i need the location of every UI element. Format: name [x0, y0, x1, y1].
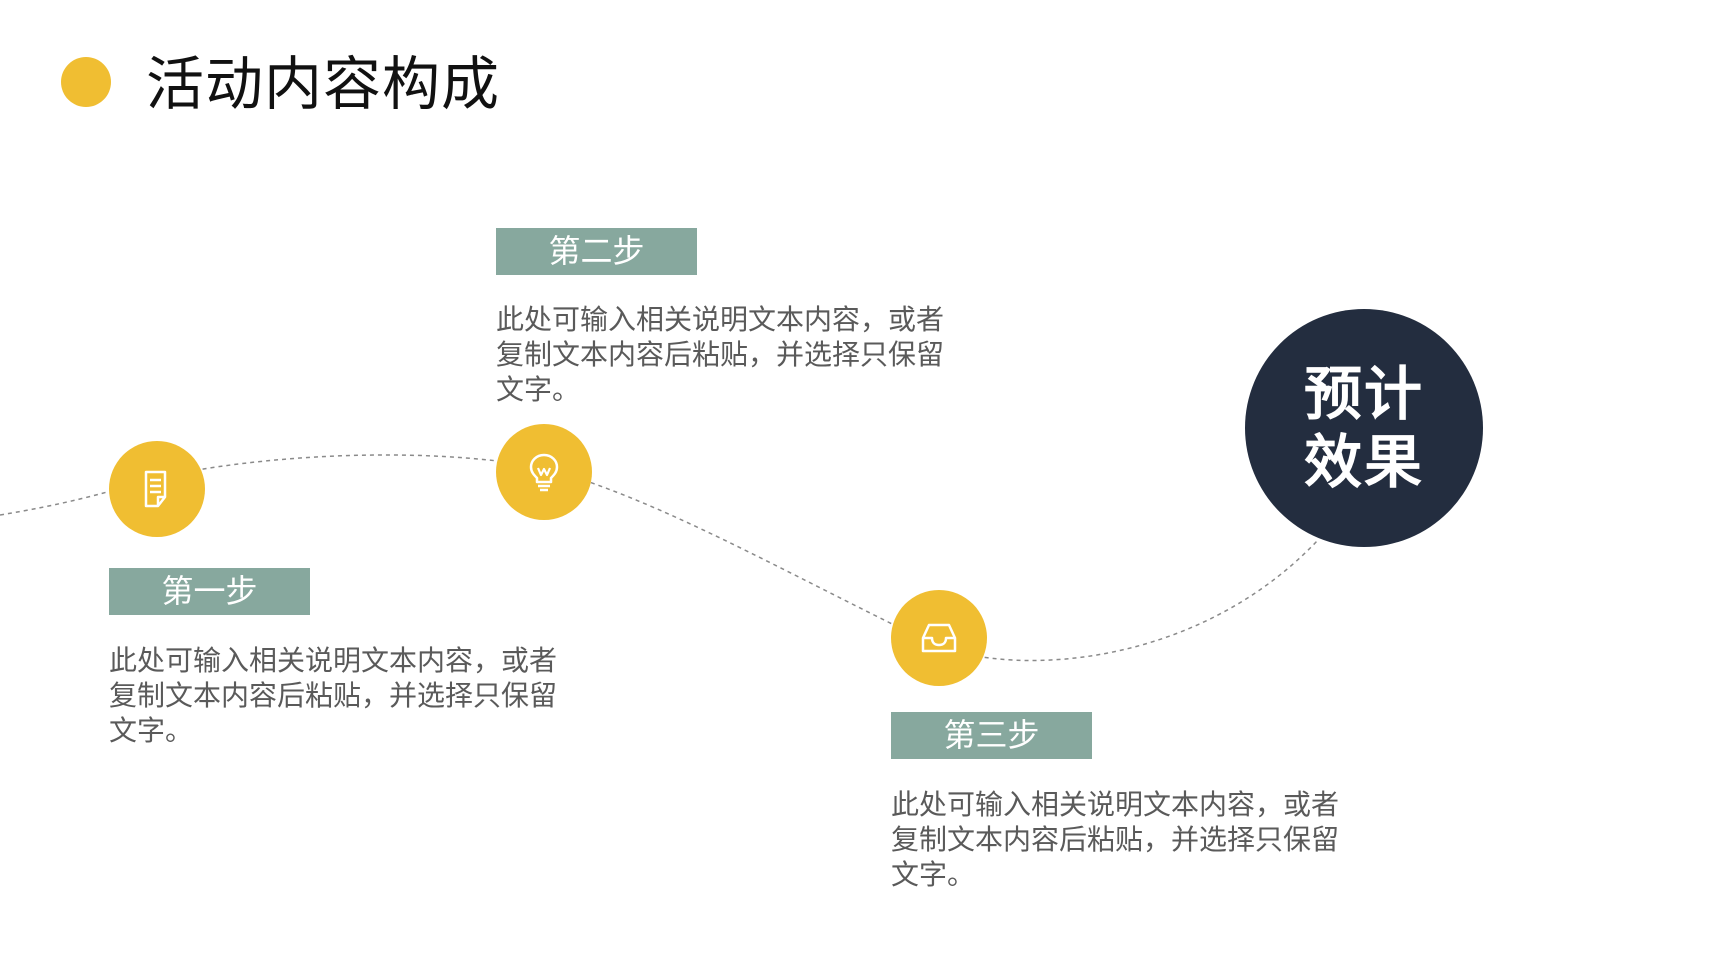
step-2-label: 第二步	[496, 228, 697, 275]
lightbulb-icon	[529, 453, 559, 492]
page-title: 活动内容构成	[146, 50, 501, 118]
step-1-label: 第一步	[109, 568, 310, 615]
document-icon	[144, 470, 167, 508]
step-3-description: 此处可输入相关说明文本内容，或者复制文本内容后粘贴，并选择只保留文字。	[891, 788, 1340, 891]
dashed-path-line	[0, 454, 1319, 662]
step-2-description: 此处可输入相关说明文本内容，或者复制文本内容后粘贴，并选择只保留文字。	[496, 303, 945, 406]
result-line-1: 预计	[1303, 360, 1424, 428]
step-1-icon-circle	[109, 441, 205, 537]
expected-result-circle: 预计 效果	[1245, 309, 1483, 547]
step-3-label: 第三步	[891, 712, 1092, 759]
step-3-icon-circle	[891, 590, 987, 686]
result-line-2: 效果	[1303, 428, 1424, 496]
step-2-icon-circle	[496, 424, 592, 520]
title-dot	[61, 57, 111, 107]
step-1-description: 此处可输入相关说明文本内容，或者复制文本内容后粘贴，并选择只保留文字。	[109, 644, 558, 747]
inbox-tray-icon	[921, 623, 957, 653]
